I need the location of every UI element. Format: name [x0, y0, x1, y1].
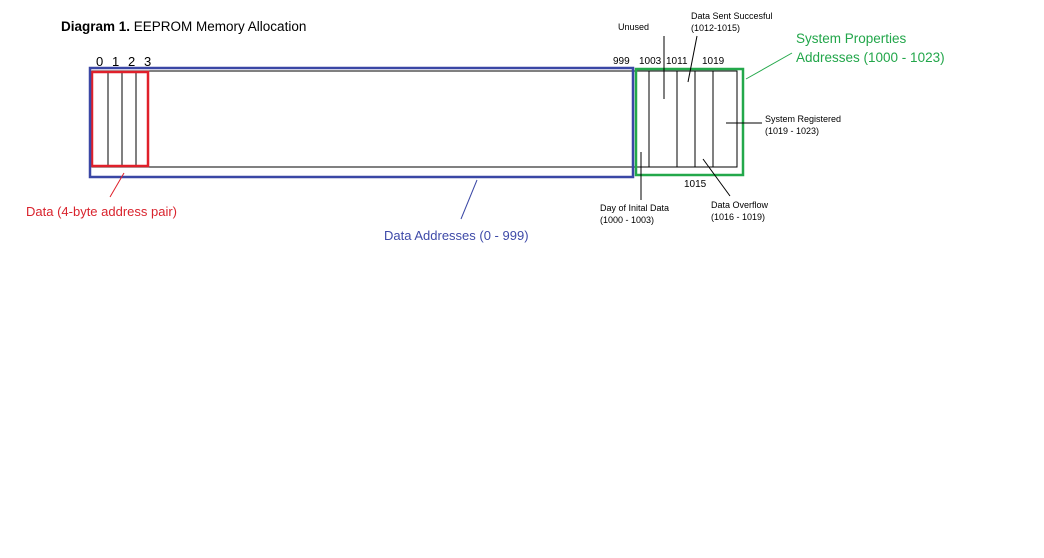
cell-index-3: 3: [144, 54, 151, 69]
system-properties-label: System Properties: [796, 31, 907, 46]
address-999: 999: [613, 56, 630, 67]
address-1003: 1003: [639, 56, 662, 67]
data-overflow-pointer: [702, 158, 731, 197]
cell-index-0: 0: [96, 54, 103, 69]
data-overflow-label: Data Overflow: [711, 200, 769, 210]
unused-label: Unused: [618, 22, 649, 32]
data-pair-pointer: [109, 172, 125, 198]
address-1015: 1015: [684, 179, 707, 190]
address-1011: 1011: [666, 56, 688, 67]
data-sent-range: (1012-1015): [691, 23, 740, 33]
system-properties-pointer: [745, 52, 793, 80]
diagram-title-text: EEPROM Memory Allocation: [130, 19, 306, 34]
data-addresses-box: [88, 66, 635, 179]
day-initial-label: Day of Inital Data: [600, 203, 669, 213]
data-sent-pointer: [687, 35, 698, 83]
day-initial-range: (1000 - 1003): [600, 215, 654, 225]
system-properties-box: [634, 67, 745, 177]
data-addresses-pointer: [460, 179, 478, 220]
data-pair-box: [90, 70, 150, 168]
system-registered-range: (1019 - 1023): [765, 126, 819, 136]
data-pair-label: Data (4-byte address pair): [26, 204, 177, 219]
address-1019: 1019: [702, 56, 725, 67]
data-sent-label: Data Sent Succesful: [691, 11, 773, 21]
data-overflow-range: (1016 - 1019): [711, 212, 765, 222]
system-registered-label: System Registered: [765, 114, 841, 124]
diagram-title: Diagram 1. EEPROM Memory Allocation: [61, 19, 306, 34]
memory-strip: [91, 70, 738, 168]
system-properties-range: Addresses (1000 - 1023): [796, 50, 945, 65]
diagram-title-bold: Diagram 1.: [61, 19, 130, 34]
cell-index-2: 2: [128, 54, 135, 69]
data-addresses-label: Data Addresses (0 - 999): [384, 228, 529, 243]
cell-index-1: 1: [112, 54, 119, 69]
